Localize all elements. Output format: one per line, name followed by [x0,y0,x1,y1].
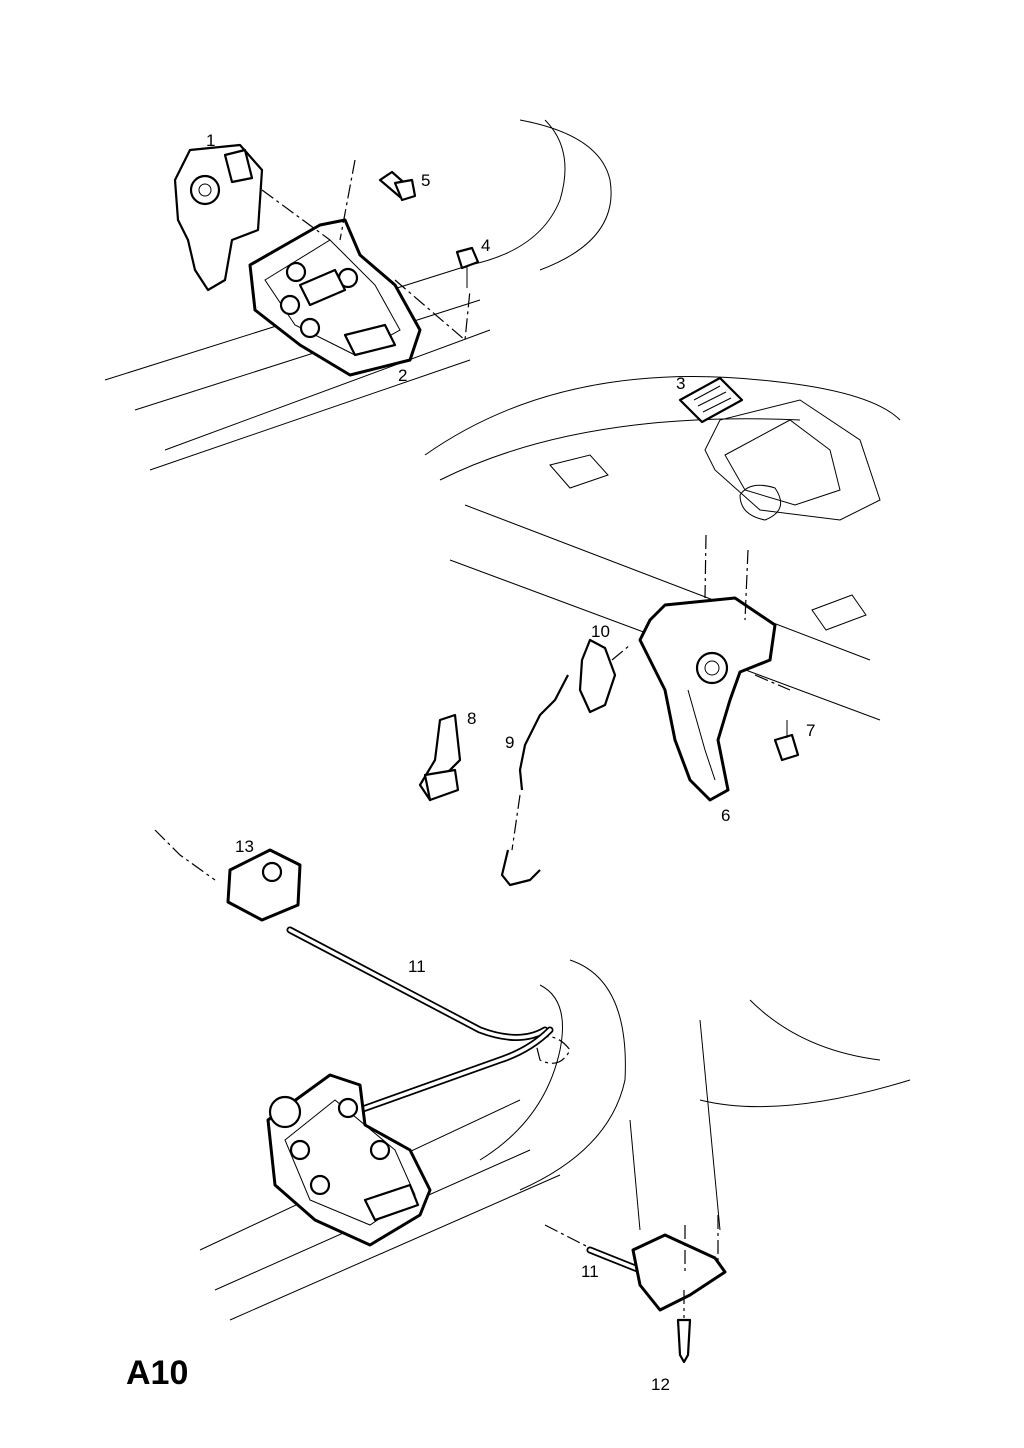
lower-hinge-assembly [266,1073,432,1247]
callout-4: 4 [481,236,490,255]
hinge-bracket-part-2 [248,218,422,377]
callout-6: 6 [721,806,730,825]
cable-holder-part-13 [226,848,302,922]
rod-part-9 [500,674,569,887]
callout-11-upper: 11 [408,957,426,976]
screw-part-12 [676,1290,692,1364]
cable-part-11 [154,829,554,1114]
callout-10: 10 [591,622,610,641]
callout-8: 8 [467,709,476,728]
lock-part-6 [638,534,791,802]
bolt-part-5 [378,170,417,202]
bolt-part-7 [773,720,800,762]
bolt-part-4 [455,246,480,288]
bracket-part-8 [418,713,462,802]
bonnet-hinge-part-1 [173,143,264,292]
callout-11-lower: 11 [581,1262,599,1281]
clip-part-10 [578,638,631,714]
callout-7: 7 [806,721,815,740]
callout-2: 2 [398,366,407,385]
callout-13: 13 [235,837,254,856]
callout-3: 3 [676,374,685,393]
cable-end-lower-right [544,1215,727,1312]
callout-9: 9 [505,733,514,752]
page-code: A10 [126,1354,188,1392]
bonnet-panel-inner [424,376,901,721]
dash-lines-top [261,159,471,342]
callout-12: 12 [651,1375,670,1394]
callout-labels: 1 2 3 4 5 6 7 8 9 10 11 11 12 13 [206,131,815,1394]
callout-5: 5 [421,171,430,190]
label-plate-part-3 [678,376,744,424]
callout-1: 1 [206,131,215,150]
